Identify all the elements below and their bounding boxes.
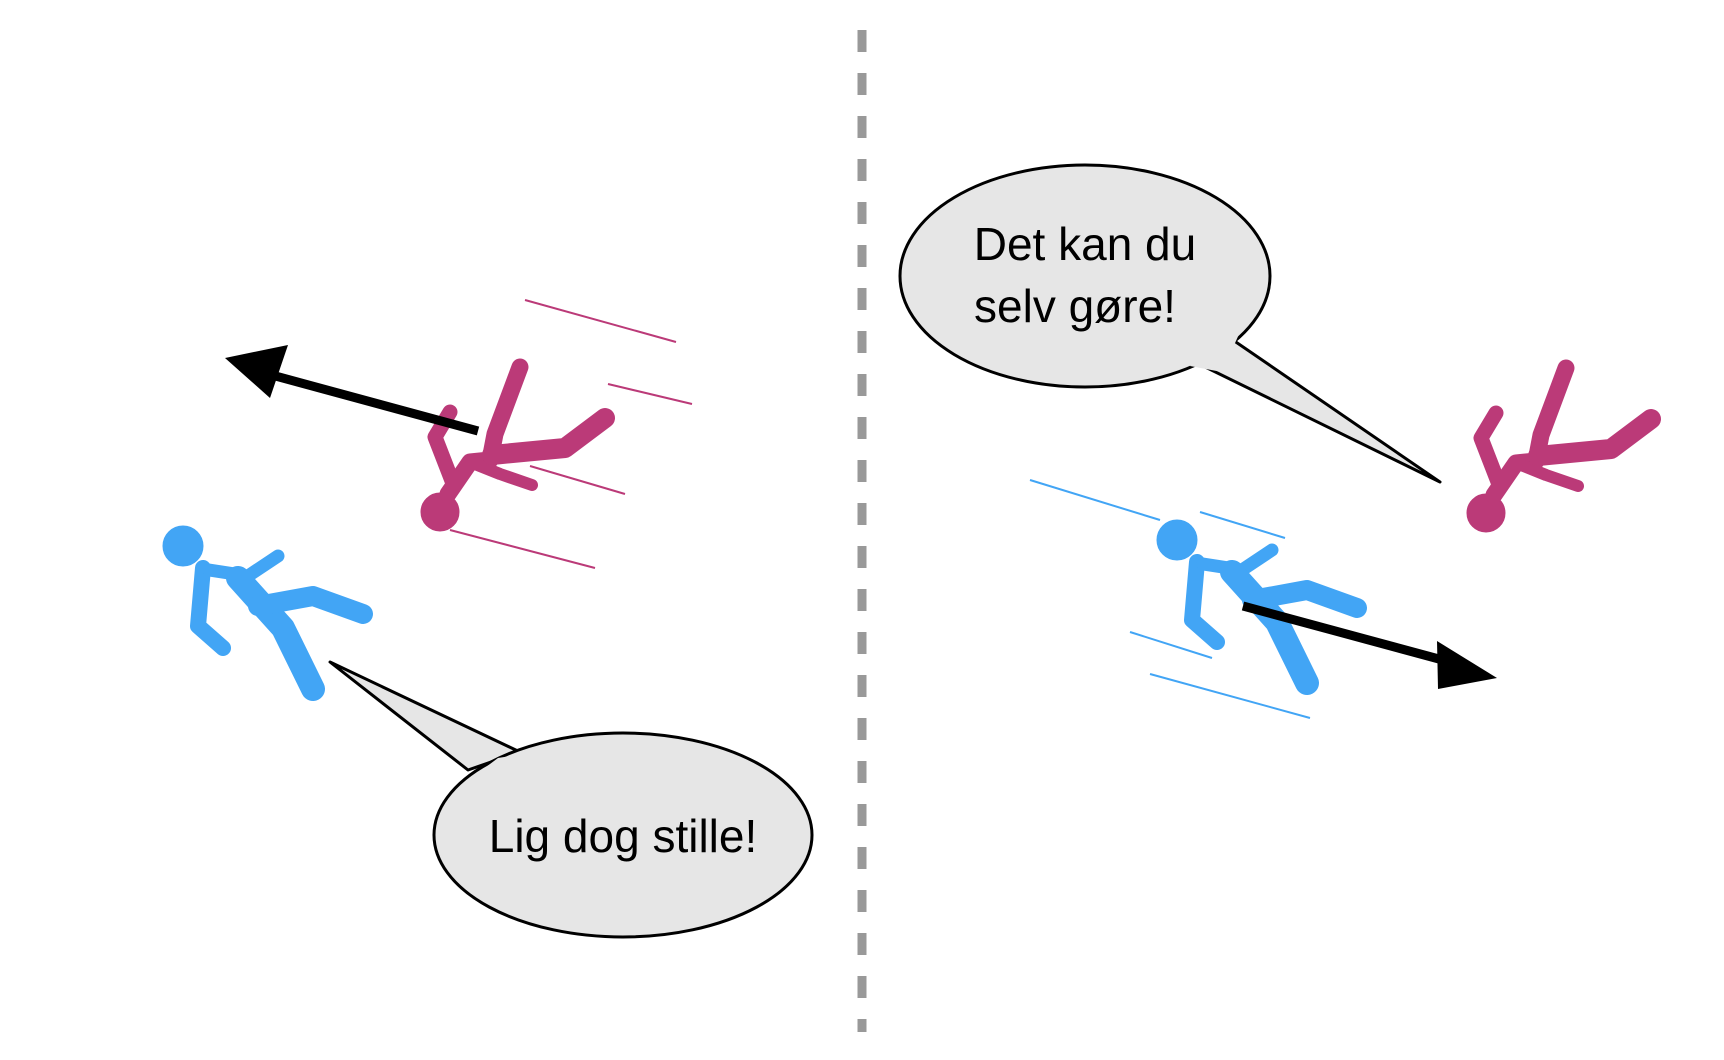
force-arrow-right — [1241, 601, 1497, 689]
speech-bubble-right: Det kan du selv gøre! — [898, 163, 1442, 484]
force-arrow-left — [225, 345, 480, 436]
speech-bubble-left: Lig dog stille! — [328, 660, 814, 939]
left-panel: Lig dog stille! — [163, 299, 814, 939]
pink-falling-person-icon — [1467, 368, 1651, 532]
motion-lines — [449, 299, 693, 569]
speech-bubble-left-text: Lig dog stille! — [489, 810, 758, 862]
right-panel: Det kan du selv gøre! — [898, 163, 1651, 719]
speech-bubble-right-line2: selv gøre! — [974, 280, 1176, 332]
pink-falling-person-icon — [421, 367, 605, 531]
blue-falling-person-icon — [1157, 520, 1357, 683]
speech-bubble-right-line1: Det kan du — [974, 218, 1196, 270]
motion-lines — [1029, 479, 1311, 719]
